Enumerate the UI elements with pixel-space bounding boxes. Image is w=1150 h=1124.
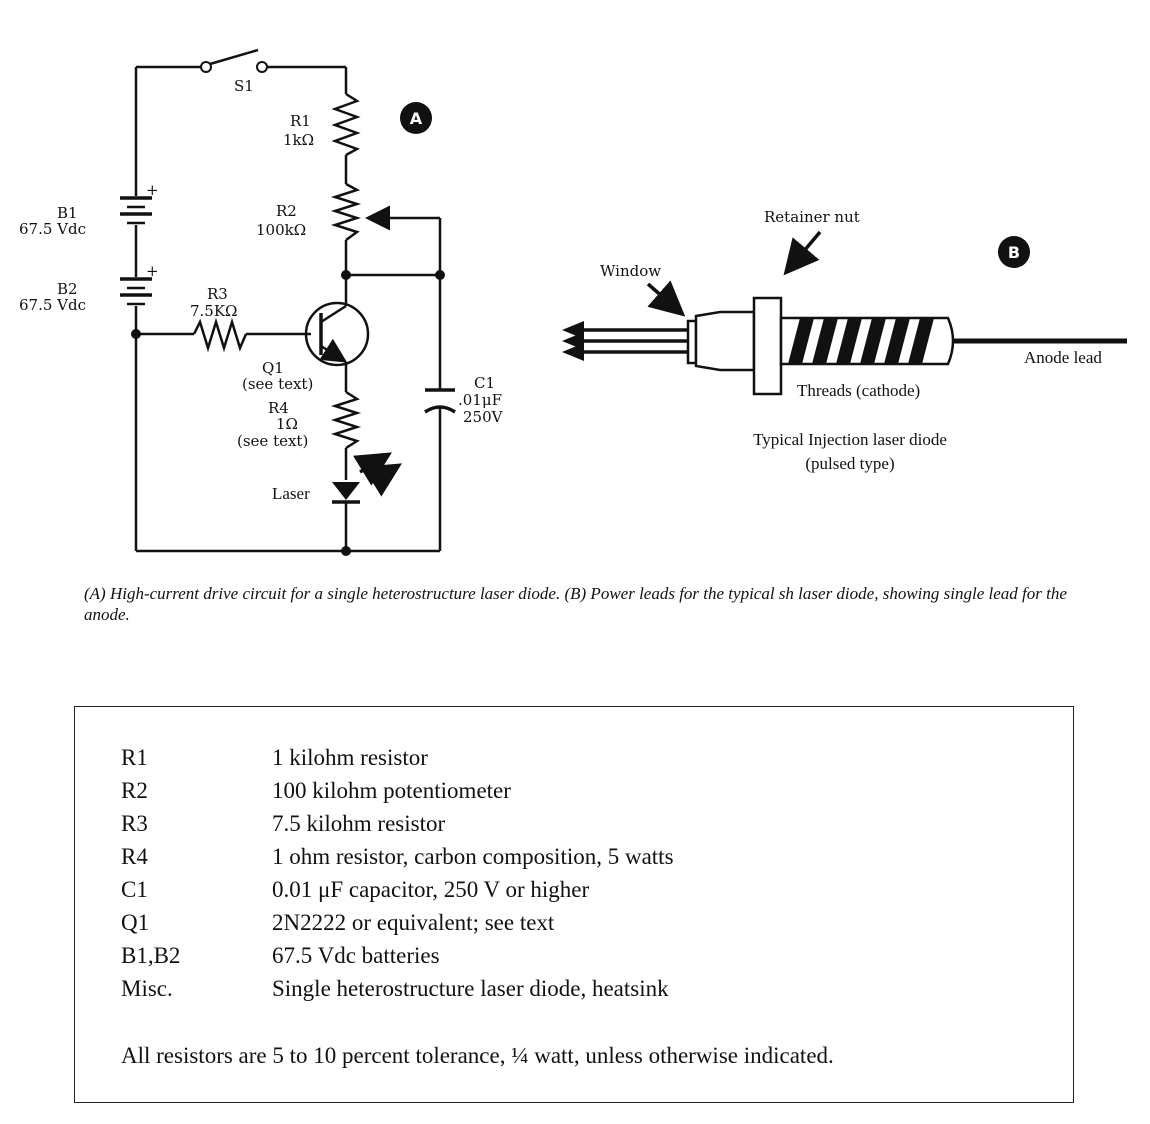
retainer-nut-label: Retainer nut (764, 208, 860, 226)
part-ref: R3 (121, 811, 148, 836)
figure-diagram: S1 + + B1 67.5 Vdc B2 67.5 Vdc R1 1kΩ (19, 48, 1127, 556)
parts-list-row: B1,B2 67.5 Vdc batteries (121, 943, 674, 976)
parts-list-box: R1 1 kilohm resistor R2 100 kilohm potenti… (74, 706, 1074, 1103)
threaded-body (779, 316, 955, 366)
switch-s1 (136, 48, 346, 73)
parts-list-row: C1 0.01 μF capacitor, 250 V or higher (121, 877, 674, 910)
retainer-nut-pointer (783, 230, 822, 276)
r4-value: 1Ω (276, 415, 298, 433)
r1-value: 1kΩ (283, 131, 314, 149)
part-ref: R1 (121, 745, 148, 770)
part-description: 1 ohm resistor, carbon composition, 5 wa… (272, 844, 674, 869)
panel-b-badge: B (998, 236, 1030, 268)
transistor-q1 (304, 275, 370, 392)
battery-b1 (120, 196, 152, 225)
battery-b2 (120, 277, 152, 306)
b2-name: B2 (57, 280, 78, 298)
svg-text:B: B (1008, 243, 1020, 262)
parts-list-row: R3 7.5 kilohm resistor (121, 811, 674, 844)
r3-value: 7.5KΩ (190, 302, 238, 320)
resistor-r3 (192, 317, 248, 353)
part-ref: C1 (121, 877, 148, 902)
threads-label: Threads (cathode) (797, 381, 920, 400)
r3-name: R3 (207, 285, 228, 303)
b2-plus-label: + (146, 262, 159, 280)
b1-value: 67.5 Vdc (19, 220, 86, 238)
part-description: 67.5 Vdc batteries (272, 943, 440, 968)
panel-b-laser-diode: Retainer nut Window Threads (cathode) An… (562, 208, 1127, 473)
laser-diode-symbol (332, 452, 402, 551)
s1-label: S1 (234, 77, 254, 95)
junction-dot (341, 546, 351, 556)
window-label: Window (600, 262, 661, 280)
q1-name: Q1 (262, 359, 284, 377)
part-description: 1 kilohm resistor (272, 745, 428, 770)
panel-a-circuit: S1 + + B1 67.5 Vdc B2 67.5 Vdc R1 1kΩ (19, 48, 504, 556)
part-description: 100 kilohm potentiometer (272, 778, 511, 803)
resistor-r4 (330, 390, 362, 450)
anode-lead-label: Anode lead (1024, 348, 1102, 367)
panel-b-caption-line1: Typical Injection laser diode (753, 430, 947, 449)
retainer-nut (752, 296, 783, 396)
panel-a-badge: A (400, 102, 432, 134)
panel-b-caption-line2: (pulsed type) (805, 454, 894, 473)
part-ref: B1,B2 (121, 943, 181, 968)
q1-note: (see text) (242, 375, 313, 393)
part-description: 0.01 μF capacitor, 250 V or higher (272, 877, 590, 902)
parts-list-row: R1 1 kilohm resistor (121, 745, 674, 778)
parts-list-row: R4 1 ohm resistor, carbon composition, 5 … (121, 844, 674, 877)
b1-name: B1 (57, 204, 78, 222)
part-description: 2N2222 or equivalent; see text (272, 910, 555, 935)
parts-list-row: Misc. Single heterostructure laser diode,… (121, 976, 674, 1009)
c1-voltage: 250V (463, 408, 504, 426)
part-ref: R4 (121, 844, 148, 869)
potentiometer-r2 (330, 182, 362, 242)
svg-text:A: A (410, 109, 423, 128)
b2-value: 67.5 Vdc (19, 296, 86, 314)
part-ref: R2 (121, 778, 148, 803)
r2-value: 100kΩ (256, 221, 306, 239)
part-description: Single heterostructure laser diode, heat… (272, 976, 669, 1001)
b1-plus-label: + (146, 181, 159, 199)
c1-name: C1 (474, 374, 495, 392)
diode-cap (694, 310, 756, 372)
parts-list-row: Q1 2N2222 or equivalent; see text (121, 910, 674, 943)
r4-name: R4 (268, 399, 289, 417)
part-description: 7.5 kilohm resistor (272, 811, 446, 836)
r4-note: (see text) (237, 432, 308, 450)
r2-name: R2 (276, 202, 297, 220)
parts-list: R1 1 kilohm resistor R2 100 kilohm potenti… (121, 745, 674, 1009)
laser-beam-arrows (562, 321, 690, 361)
window-pointer (646, 280, 686, 317)
c1-value: .01μF (458, 391, 502, 409)
part-ref: Q1 (121, 910, 150, 935)
part-ref: Misc. (121, 976, 173, 1001)
r1-name: R1 (290, 112, 311, 130)
laser-label: Laser (272, 484, 310, 503)
parts-list-row: R2 100 kilohm potentiometer (121, 778, 674, 811)
resistor-r1 (331, 92, 361, 157)
parts-list-note: All resistors are 5 to 10 percent tolera… (121, 1043, 834, 1068)
figure-caption: (A) High-current drive circuit for a sin… (84, 584, 1067, 624)
